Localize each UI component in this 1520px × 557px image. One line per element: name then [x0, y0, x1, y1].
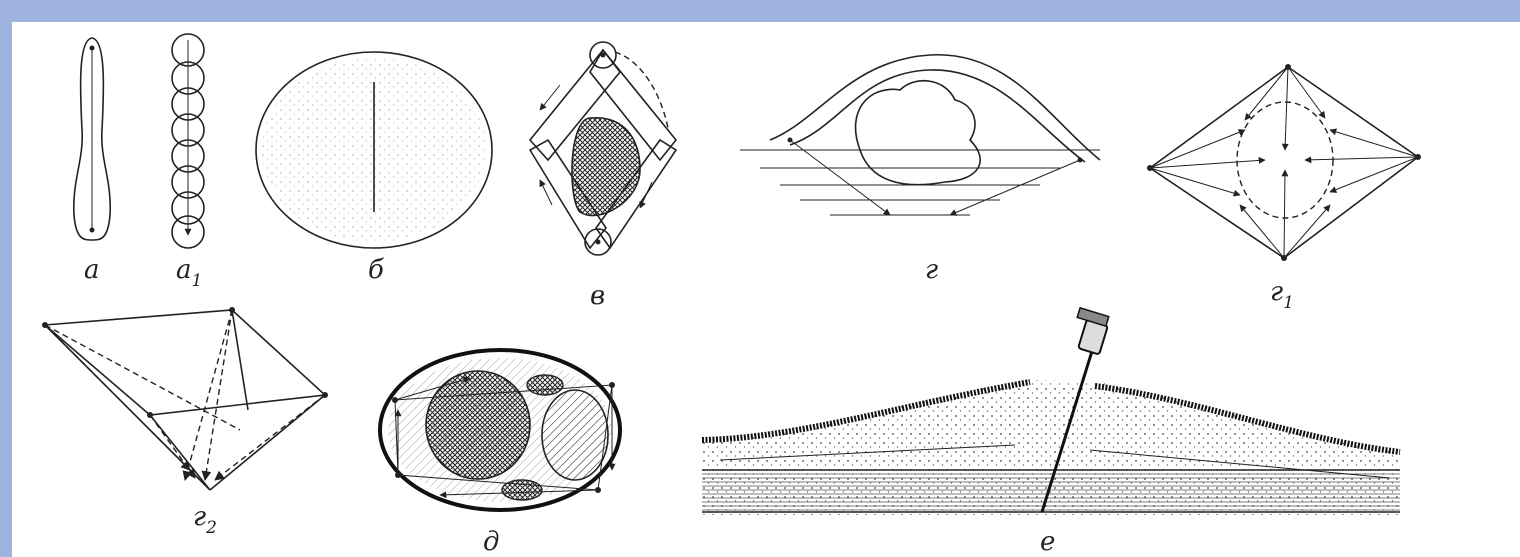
panel-label-g: г	[925, 255, 938, 285]
panel-a-drawing	[74, 38, 110, 240]
panel-label-a: а	[84, 255, 100, 285]
panel-a1-drawing	[172, 34, 204, 248]
panel-label-e: е	[1040, 527, 1055, 557]
panel-g2-drawing	[42, 307, 328, 490]
panel-label-g2: г2	[193, 502, 217, 538]
panel-v-drawing	[530, 42, 676, 255]
panel-label-v: в	[590, 281, 605, 311]
panel-d-drawing	[380, 350, 620, 510]
panel-label-b: б	[368, 255, 384, 285]
panel-g1-drawing	[1147, 64, 1421, 261]
panel-g-drawing	[740, 55, 1100, 215]
panel-label-a1: а1	[176, 255, 202, 291]
panel-label-d: д	[483, 527, 499, 557]
panel-e-drawing	[702, 308, 1400, 515]
panel-label-g1: г1	[1270, 277, 1294, 313]
panel-b-drawing	[256, 52, 492, 248]
